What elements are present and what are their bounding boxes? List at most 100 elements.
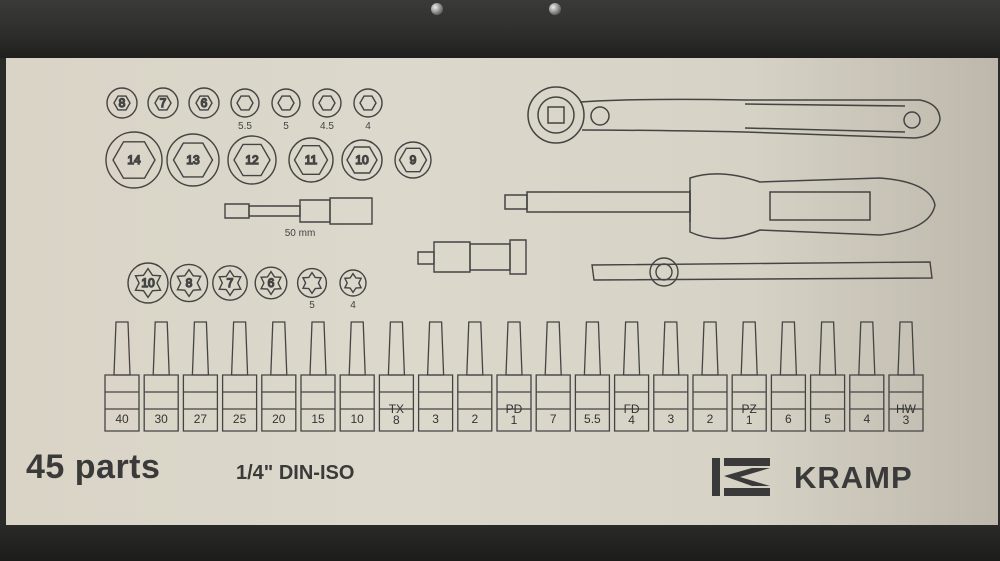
bit-outline	[574, 321, 611, 432]
bit-size-label: 25	[223, 412, 257, 426]
bit-number: 4	[863, 412, 871, 426]
large-socket-label: 11	[305, 153, 318, 167]
hex-socket-hex	[359, 95, 377, 111]
large-socket-label: 9	[410, 153, 417, 167]
torx-socket-outline	[254, 266, 288, 300]
hex-socket-outline	[312, 88, 342, 118]
torx-socket-size-label: 4	[350, 300, 356, 311]
large-socket-label: 13	[186, 153, 200, 167]
bit-number: 25	[232, 412, 247, 426]
large-socket-outline	[105, 131, 163, 189]
bit-size-label: 3	[419, 413, 453, 425]
torx-socket-label: 8	[186, 276, 193, 290]
large-socket-outline	[341, 139, 383, 181]
bit-size-label: 5	[811, 413, 845, 425]
standard-heading: 1/4" DIN-ISO	[236, 462, 355, 484]
torx-socket-label: 10	[141, 276, 155, 290]
large-socket-hex	[172, 142, 214, 178]
bit-size-label: 40	[105, 413, 139, 425]
bit-number: 2	[706, 412, 714, 426]
large-socket-outline	[227, 135, 277, 185]
case-bottom-frame	[0, 525, 1000, 561]
small-socket-outline	[188, 87, 220, 119]
torx-socket-label: 6	[268, 276, 275, 290]
torx-socket-label: 7	[227, 276, 234, 290]
torx-socket-outline	[127, 262, 169, 304]
bit-type-label: HW	[896, 402, 916, 416]
hex-socket-size-label: 5.5	[238, 121, 252, 132]
bit-outline	[653, 321, 689, 432]
hex-socket-size-label: 5	[283, 121, 289, 132]
bit-number: 7	[549, 412, 557, 426]
bit-size-label: 15	[301, 413, 335, 425]
parts-count-heading: 45 parts	[26, 448, 161, 486]
sliding-t-bar-outline	[591, 257, 933, 287]
small-socket-hex	[195, 95, 213, 111]
bit-size-label: 27	[183, 413, 217, 425]
bit-outline	[339, 321, 375, 432]
universal-joint-outline	[417, 239, 527, 275]
large-socket-label: 12	[245, 153, 259, 167]
bit-size-label: 20	[262, 413, 296, 425]
bit-number: 1	[510, 413, 518, 427]
bit-outline	[770, 321, 807, 432]
large-socket-hex	[112, 141, 156, 179]
small-socket-hex	[154, 95, 172, 111]
bit-outline	[378, 321, 415, 432]
bit-type-label: PZ	[741, 402, 757, 416]
bit-outline	[104, 321, 140, 432]
torx-socket-size-label: 5	[309, 300, 315, 311]
small-socket-outline	[147, 87, 179, 119]
torx-socket-outline	[212, 265, 248, 301]
hex-socket-size-label: 4	[365, 121, 371, 132]
bit-number: 8	[393, 413, 400, 427]
extension-length-label: 50 mm	[284, 228, 316, 239]
rivet	[549, 3, 561, 15]
small-socket-outline	[106, 87, 138, 119]
torx-socket-outline	[339, 269, 367, 297]
brand-name: KRAMP	[794, 460, 913, 495]
large-socket-label: 10	[355, 153, 369, 167]
bit-size-label: 30	[144, 413, 178, 425]
bit-number: 1	[745, 413, 753, 427]
bit-size-label: 2	[458, 412, 492, 426]
ratchet-outline	[527, 86, 941, 144]
hex-socket-outline	[230, 88, 260, 118]
bit-size-label: 2	[693, 412, 727, 426]
bit-outline	[809, 321, 846, 432]
bit-size-label: 7	[536, 412, 570, 426]
bit-outline	[613, 321, 650, 432]
bit-number: 3	[667, 412, 675, 426]
case-lid-frame	[0, 0, 1000, 58]
bit-outline	[182, 321, 219, 432]
large-socket-label: 14	[127, 153, 141, 167]
torx-socket-star	[343, 272, 363, 294]
bit-number: 10	[350, 412, 364, 426]
bit-outline	[143, 321, 179, 432]
bit-number: 3	[902, 413, 910, 427]
hex-socket-size-label: 4.5	[320, 121, 334, 132]
bit-size-label: 10	[340, 412, 374, 426]
small-socket-hex	[113, 95, 131, 111]
bit-size-label: 3	[654, 412, 688, 426]
hex-socket-hex	[318, 95, 336, 111]
hex-socket-outline	[271, 88, 301, 118]
bit-type-label: FD	[623, 402, 640, 416]
bit-size-label: 6	[771, 413, 805, 425]
large-socket-hex	[398, 147, 428, 173]
bit-outline	[731, 321, 767, 432]
bit-number: 2	[471, 412, 479, 426]
torx-socket-star	[218, 269, 242, 297]
small-socket-label: 7	[160, 96, 167, 110]
torx-socket-outline	[169, 263, 209, 303]
bit-outline	[888, 321, 924, 432]
kramp-logo-icon	[712, 458, 770, 496]
large-socket-hex	[346, 146, 378, 174]
hex-socket-outline	[353, 88, 383, 118]
bit-type-label: TX	[388, 402, 405, 416]
